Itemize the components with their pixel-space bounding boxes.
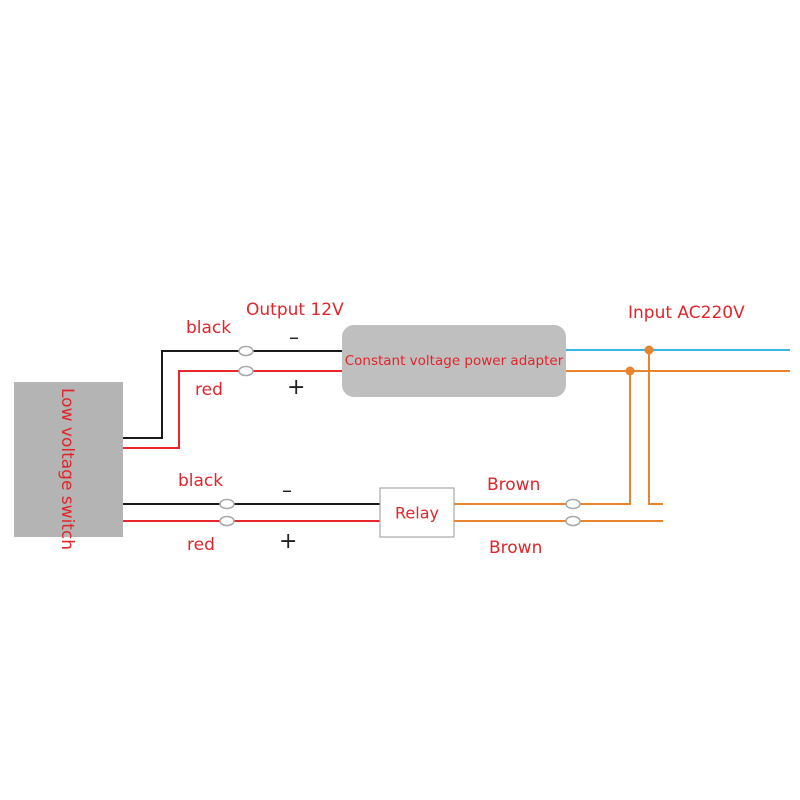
junction-dot-blue [644, 345, 654, 355]
brown-top-label: Brown [487, 475, 540, 495]
connector-brown-top [565, 498, 581, 510]
relay-box [379, 487, 455, 538]
power-adapter-box [342, 325, 566, 397]
wire-ac-drop-blue [648, 350, 663, 505]
low-voltage-switch-label: Low voltage switch [57, 388, 77, 550]
wire-top-red [123, 370, 342, 449]
relay-label: Relay [395, 504, 439, 523]
brown-bottom-label: Brown [489, 538, 542, 558]
connector-bottom-red [219, 515, 235, 527]
power-adapter-label: Constant voltage power adapter [345, 353, 564, 369]
output-voltage-label: Output 12V [246, 300, 344, 320]
top-black-label: black [186, 318, 231, 338]
input-voltage-label: Input AC220V [628, 303, 745, 323]
bottom-minus-sign: – [282, 478, 292, 502]
bottom-red-label: red [187, 535, 215, 555]
top-minus-sign: – [289, 325, 299, 349]
connector-top-red [238, 365, 254, 377]
bottom-black-label: black [178, 471, 223, 491]
bottom-plus-sign: + [279, 529, 297, 554]
junction-dot-brown [625, 366, 635, 376]
wire-ac-drop-brown [454, 371, 631, 505]
connector-top-black [238, 345, 254, 357]
top-plus-sign: + [287, 375, 305, 400]
wire-top-black [123, 350, 342, 439]
connector-bottom-black [219, 498, 235, 510]
top-red-label: red [195, 380, 223, 400]
connector-brown-bottom [565, 515, 581, 527]
low-voltage-switch-box [14, 382, 123, 537]
